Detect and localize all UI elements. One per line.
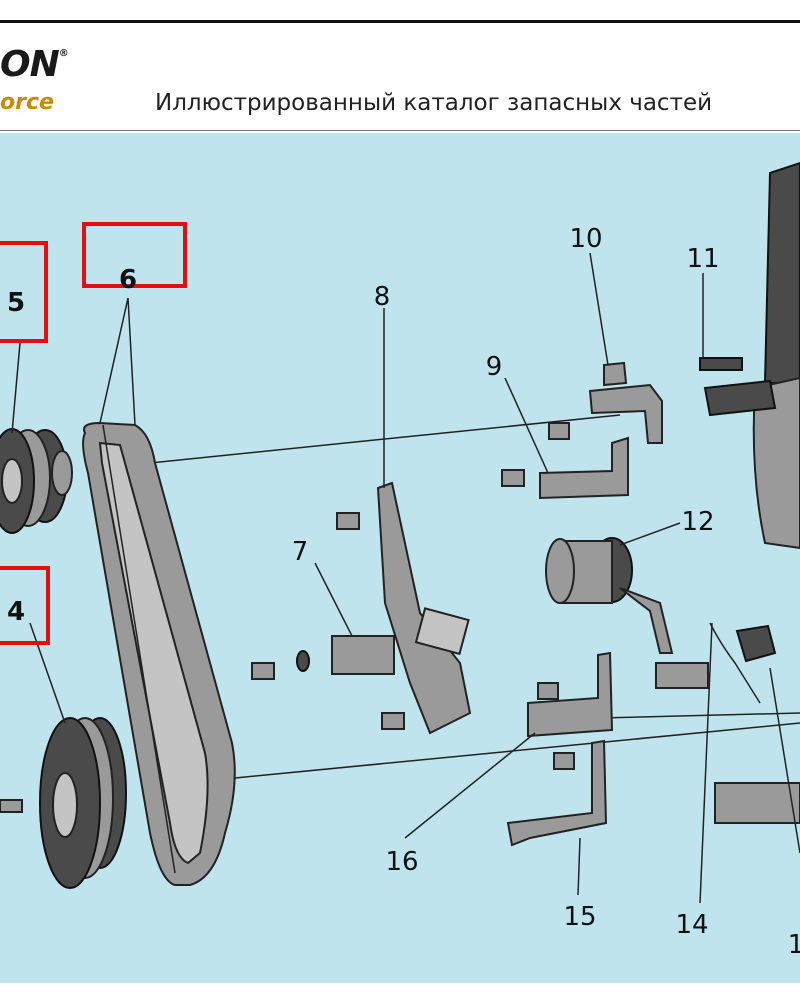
callout-9: 9 [486, 352, 503, 382]
diagram-canvas: 6 5 4 7 8 9 10 11 12 14 15 16 1 [0, 161, 800, 960]
support-bracket [506, 739, 608, 847]
tensioner-bracket [588, 361, 663, 444]
callout-16: 16 [385, 847, 418, 877]
callout-12: 12 [681, 507, 714, 537]
highlight-box-4 [0, 566, 50, 645]
logo-text-top: ON [0, 44, 60, 85]
callout-15: 15 [563, 902, 596, 932]
engine-assembly [703, 161, 800, 824]
highlight-box-6 [82, 222, 187, 288]
guide-line-mid [599, 712, 800, 719]
bolts [251, 422, 575, 770]
callout-7: 7 [292, 537, 309, 567]
brand-logo: ON® [0, 44, 69, 85]
header-divider [0, 130, 800, 131]
callout-leaders [11, 252, 800, 904]
callout-6: 6 [119, 265, 137, 295]
mount-bracket [539, 436, 629, 500]
callout-10: 10 [569, 224, 602, 254]
linkage-rod [709, 622, 777, 704]
bracket-arm [376, 308, 472, 735]
guide-line-lower [234, 722, 800, 779]
idler-spring [545, 537, 709, 689]
guide-line-upper [149, 414, 621, 464]
page-title: Иллюстрированный каталог запасных частей [155, 90, 713, 116]
guard-block [331, 635, 395, 675]
top-border [0, 20, 800, 23]
brand-logo-tagline: orce [0, 90, 54, 115]
spacer-plate [699, 357, 743, 371]
callout-5: 5 [7, 288, 25, 318]
callout-14: 14 [675, 910, 708, 940]
logo-registered-mark: ® [58, 48, 69, 59]
callout-8: 8 [374, 282, 391, 312]
side-bracket [527, 651, 614, 738]
callout-11: 11 [686, 244, 719, 274]
exploded-parts-diagram: 6 5 4 7 8 9 10 11 12 14 15 16 1 [0, 133, 800, 983]
pulley-lower [0, 717, 127, 889]
callout-4: 4 [7, 597, 25, 627]
drive-belt [82, 421, 236, 886]
pulley-upper [0, 428, 73, 534]
callout-partial: 1 [788, 930, 800, 960]
highlight-box-5 [0, 241, 48, 343]
